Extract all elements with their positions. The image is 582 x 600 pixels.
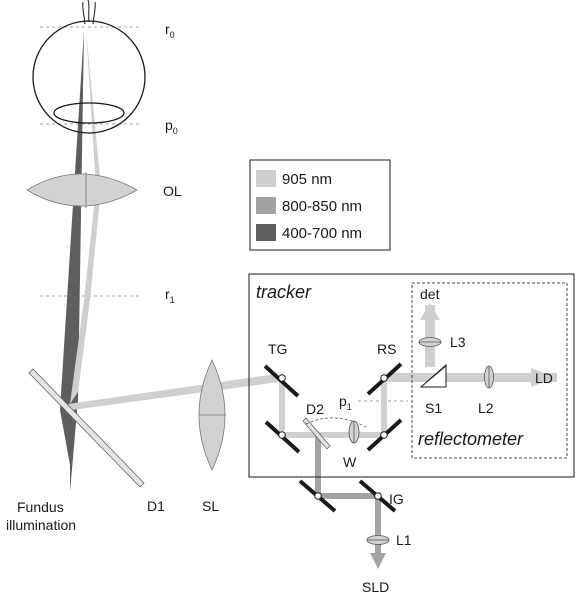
lens-l1 [366,535,390,545]
ig-left-mirror [298,479,337,513]
scan-lens [198,359,226,471]
beam-905-to-det [425,305,435,367]
mirrors [263,362,403,513]
label-r1: r1 [165,286,175,305]
sld-arrowhead [370,553,386,569]
label-sl: SL [202,498,219,514]
beam-800-850-d2-down [315,433,321,496]
optic-nerve [82,0,96,25]
label-rs: RS [377,341,396,357]
beam-905-to-tg [68,374,286,410]
w-element [305,417,369,444]
eye-lens [53,102,125,124]
label-r0: r0 [165,21,175,40]
label-l3: L3 [450,334,466,350]
rs-mirror [366,362,403,396]
labels: r0 p0 r1 p1 OL SL D1 D2 TG RS IG W S1 L1… [6,21,553,595]
label-fundus-line2: illumination [6,517,76,533]
beam-905-lower [285,432,385,438]
legend-label-400-700: 400-700 nm [282,225,362,242]
label-tracker: tracker [256,282,312,302]
label-l1: L1 [396,532,412,548]
tg-lower-mirror [264,420,301,454]
dichroic-d1 [28,368,145,488]
label-p1: p1 [339,393,352,412]
label-fundus-line1: Fundus [17,499,64,515]
rs-lower-mirror [366,418,403,452]
label-l2: L2 [478,400,494,416]
tg-mirror [263,364,300,398]
label-w: W [343,454,357,470]
legend-label-905: 905 nm [282,171,332,188]
legend-swatch-800-850 [256,197,276,214]
label-tg: TG [268,341,287,357]
ld-arrowhead [531,368,556,387]
lens-l3 [418,337,442,347]
dichroic-d2 [302,417,331,450]
legend-item-400-700: 400-700 nm [256,224,362,242]
reflectometer-box [411,282,568,459]
beam-905-tg-down [279,381,285,431]
label-ig: IG [389,491,404,507]
label-reflectometer: reflectometer [418,429,524,449]
s1-splitter [419,363,447,388]
beam-905-to-ld [387,373,557,382]
label-s1: S1 [425,400,442,416]
det-arrowhead [420,303,440,320]
tracker-box [248,273,575,478]
legend-swatch-400-700 [256,224,276,241]
label-ld: LD [535,370,553,386]
label-d1: D1 [147,498,165,514]
beam-905-rs-down [381,381,387,433]
beam-800-850-horizontal [318,493,378,499]
beam-800-850-ig-down [375,496,381,558]
ophthalmic-lens [26,172,138,208]
label-sld: SLD [362,579,389,595]
label-det: det [420,286,440,302]
legend: 905 nm 800-850 nm 400-700 nm [249,159,391,251]
label-p0: p0 [165,117,178,136]
label-d2: D2 [306,401,324,417]
label-ol: OL [163,183,182,199]
legend-item-905: 905 nm [256,170,332,188]
legend-swatch-905 [256,170,276,187]
legend-item-800-850: 800-850 nm [256,197,362,215]
lens-l2 [484,365,494,389]
ig-right-mirror [358,479,397,513]
legend-label-800-850: 800-850 nm [282,198,362,215]
eye [32,0,146,134]
